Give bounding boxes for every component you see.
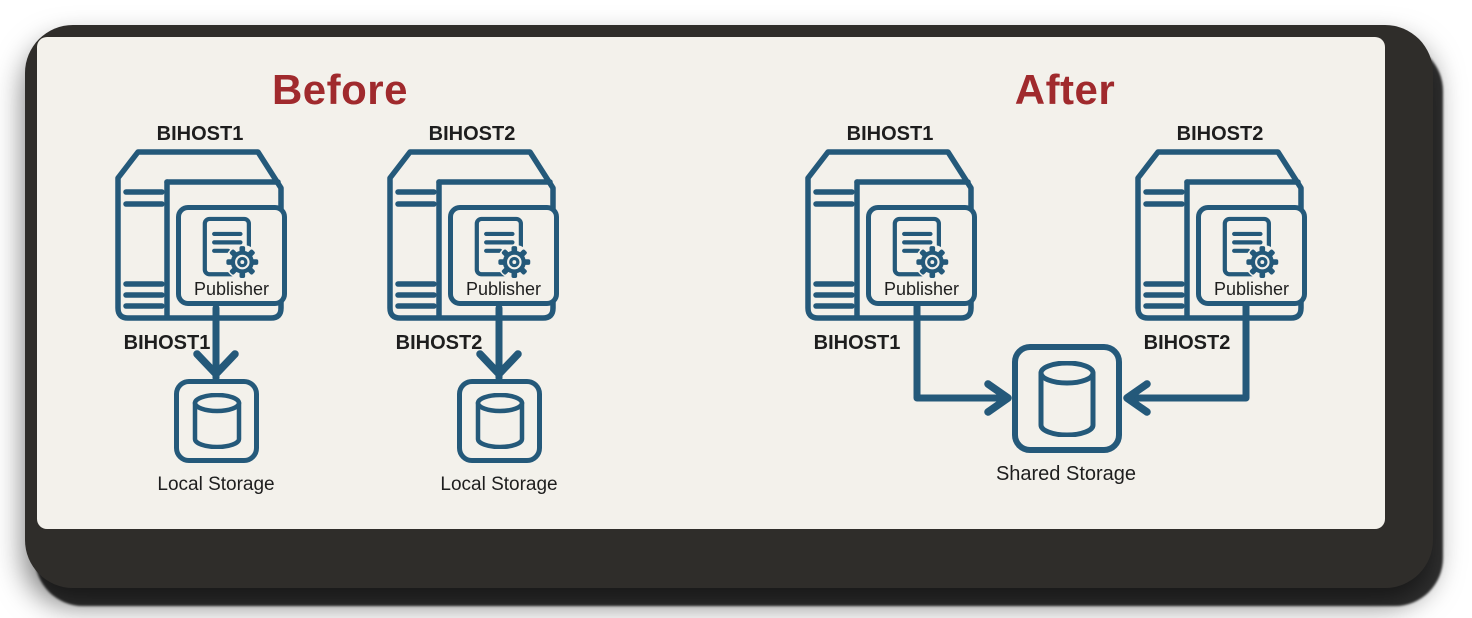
host-bottom-label: BIHOST2 <box>395 332 483 354</box>
database-icon <box>192 393 241 449</box>
before-title: Before <box>271 66 409 113</box>
host-before-bihost1: BIHOST1 Publisher <box>112 120 288 370</box>
publisher-card: Publisher <box>176 205 287 306</box>
local-storage-label-2: Local Storage <box>440 474 558 495</box>
publisher-label: Publisher <box>465 279 542 299</box>
host-after-bihost1: BIHOST1 Publisher <box>802 120 978 370</box>
database-icon <box>1038 360 1096 437</box>
document-gear-icon <box>474 216 532 280</box>
host-top-label: BIHOST1 <box>846 123 934 145</box>
after-title: After <box>1014 66 1116 113</box>
server-icon <box>115 149 284 321</box>
shared-storage-label: Shared Storage <box>995 463 1137 485</box>
host-bottom-label: BIHOST1 <box>813 332 901 354</box>
host-after-bihost2: BIHOST2 Publisher <box>1132 120 1308 370</box>
publisher-card: Publisher <box>1196 205 1307 306</box>
host-top-label: BIHOST1 <box>156 123 244 145</box>
host-bottom-label: BIHOST2 <box>1143 332 1231 354</box>
publisher-card: Publisher <box>866 205 977 306</box>
document-gear-icon <box>892 216 950 280</box>
document-gear-icon <box>1222 216 1280 280</box>
shared-storage-box <box>1012 344 1122 453</box>
publisher-label: Publisher <box>193 279 270 299</box>
local-storage-box-2 <box>457 379 542 463</box>
publisher-card: Publisher <box>448 205 559 306</box>
document-gear-icon <box>202 216 260 280</box>
host-before-bihost2: BIHOST2 Publisher <box>384 120 560 370</box>
local-storage-box-1 <box>174 379 259 463</box>
publisher-label: Publisher <box>1213 279 1290 299</box>
host-top-label: BIHOST2 <box>1176 123 1264 145</box>
host-top-label: BIHOST2 <box>428 123 516 145</box>
host-bottom-label: BIHOST1 <box>123 332 211 354</box>
database-icon <box>475 393 524 449</box>
local-storage-label-1: Local Storage <box>157 474 275 495</box>
publisher-label: Publisher <box>883 279 960 299</box>
